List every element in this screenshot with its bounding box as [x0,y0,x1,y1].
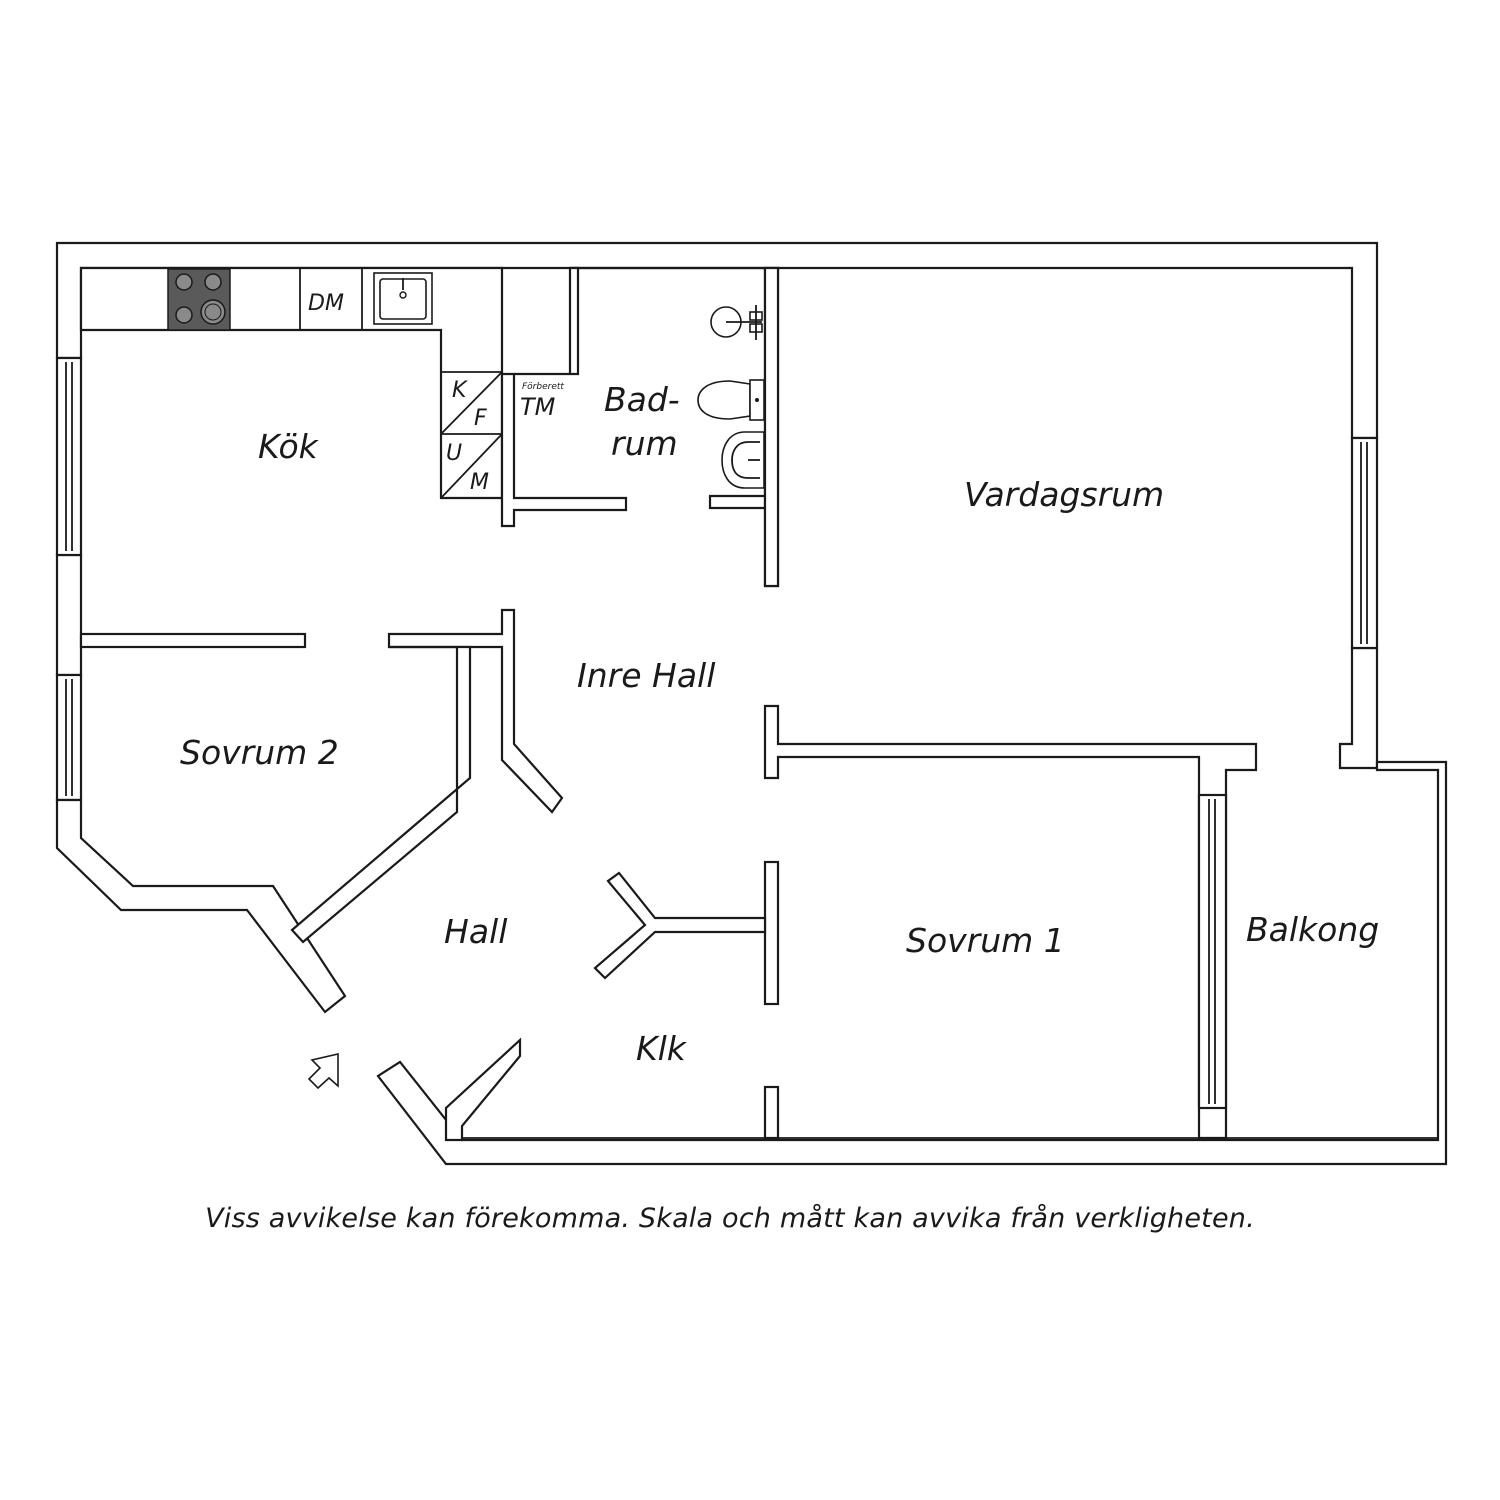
room-label-balkong: Balkong [1246,910,1379,949]
bathroom-walls: Förberett TM [500,266,780,588]
room-label-badrum-2: rum [611,424,678,463]
room-labels: Kök Bad- rum Vardagsrum Inre Hall Sovrum… [180,380,1379,1068]
right-exterior-wall [1338,646,1379,770]
room-label-kok: Kök [258,427,320,466]
disclaimer-text: Viss avvikelse kan förekomma. Skala och … [205,1203,1255,1234]
interior-walls [79,608,1438,1140]
room-label-sovrum1: Sovrum 1 [906,921,1065,960]
room-label-hall: Hall [444,912,507,951]
kitchen-counter: DM K F U M [79,266,504,500]
window-kitchen [55,356,83,557]
stove-icon [167,268,231,331]
washbasin-icon [721,431,765,489]
room-label-sovrum2: Sovrum 2 [180,733,339,772]
bottom-wall [444,1037,522,1142]
toilet-icon [697,379,765,421]
outer-walls [55,241,1448,1166]
left-diagonal-wall [55,798,347,1014]
washing-machine-label: TM [520,393,556,421]
oven-label: U [446,441,462,466]
balcony-wall [376,760,1448,1166]
room-label-badrum-1: Bad- [604,380,680,419]
shower-icon [710,305,763,340]
kitchen-sink-icon [373,272,433,325]
window-vardagsrum [1350,436,1379,650]
microwave-label: M [470,470,489,495]
left-exterior-wall-upper [55,553,83,677]
fridge-label: K [452,378,468,403]
prepared-note: Förberett [522,382,564,392]
room-label-klk: Klk [636,1029,688,1068]
freezer-label: F [474,406,487,431]
room-label-inre-hall: Inre Hall [577,656,715,695]
entrance-arrow-icon [307,1052,339,1090]
window-sovrum1 [1197,793,1228,1110]
room-label-vardagsrum: Vardagsrum [964,475,1164,514]
window-sovrum2 [55,673,83,802]
dishwasher-label: DM [308,291,344,316]
